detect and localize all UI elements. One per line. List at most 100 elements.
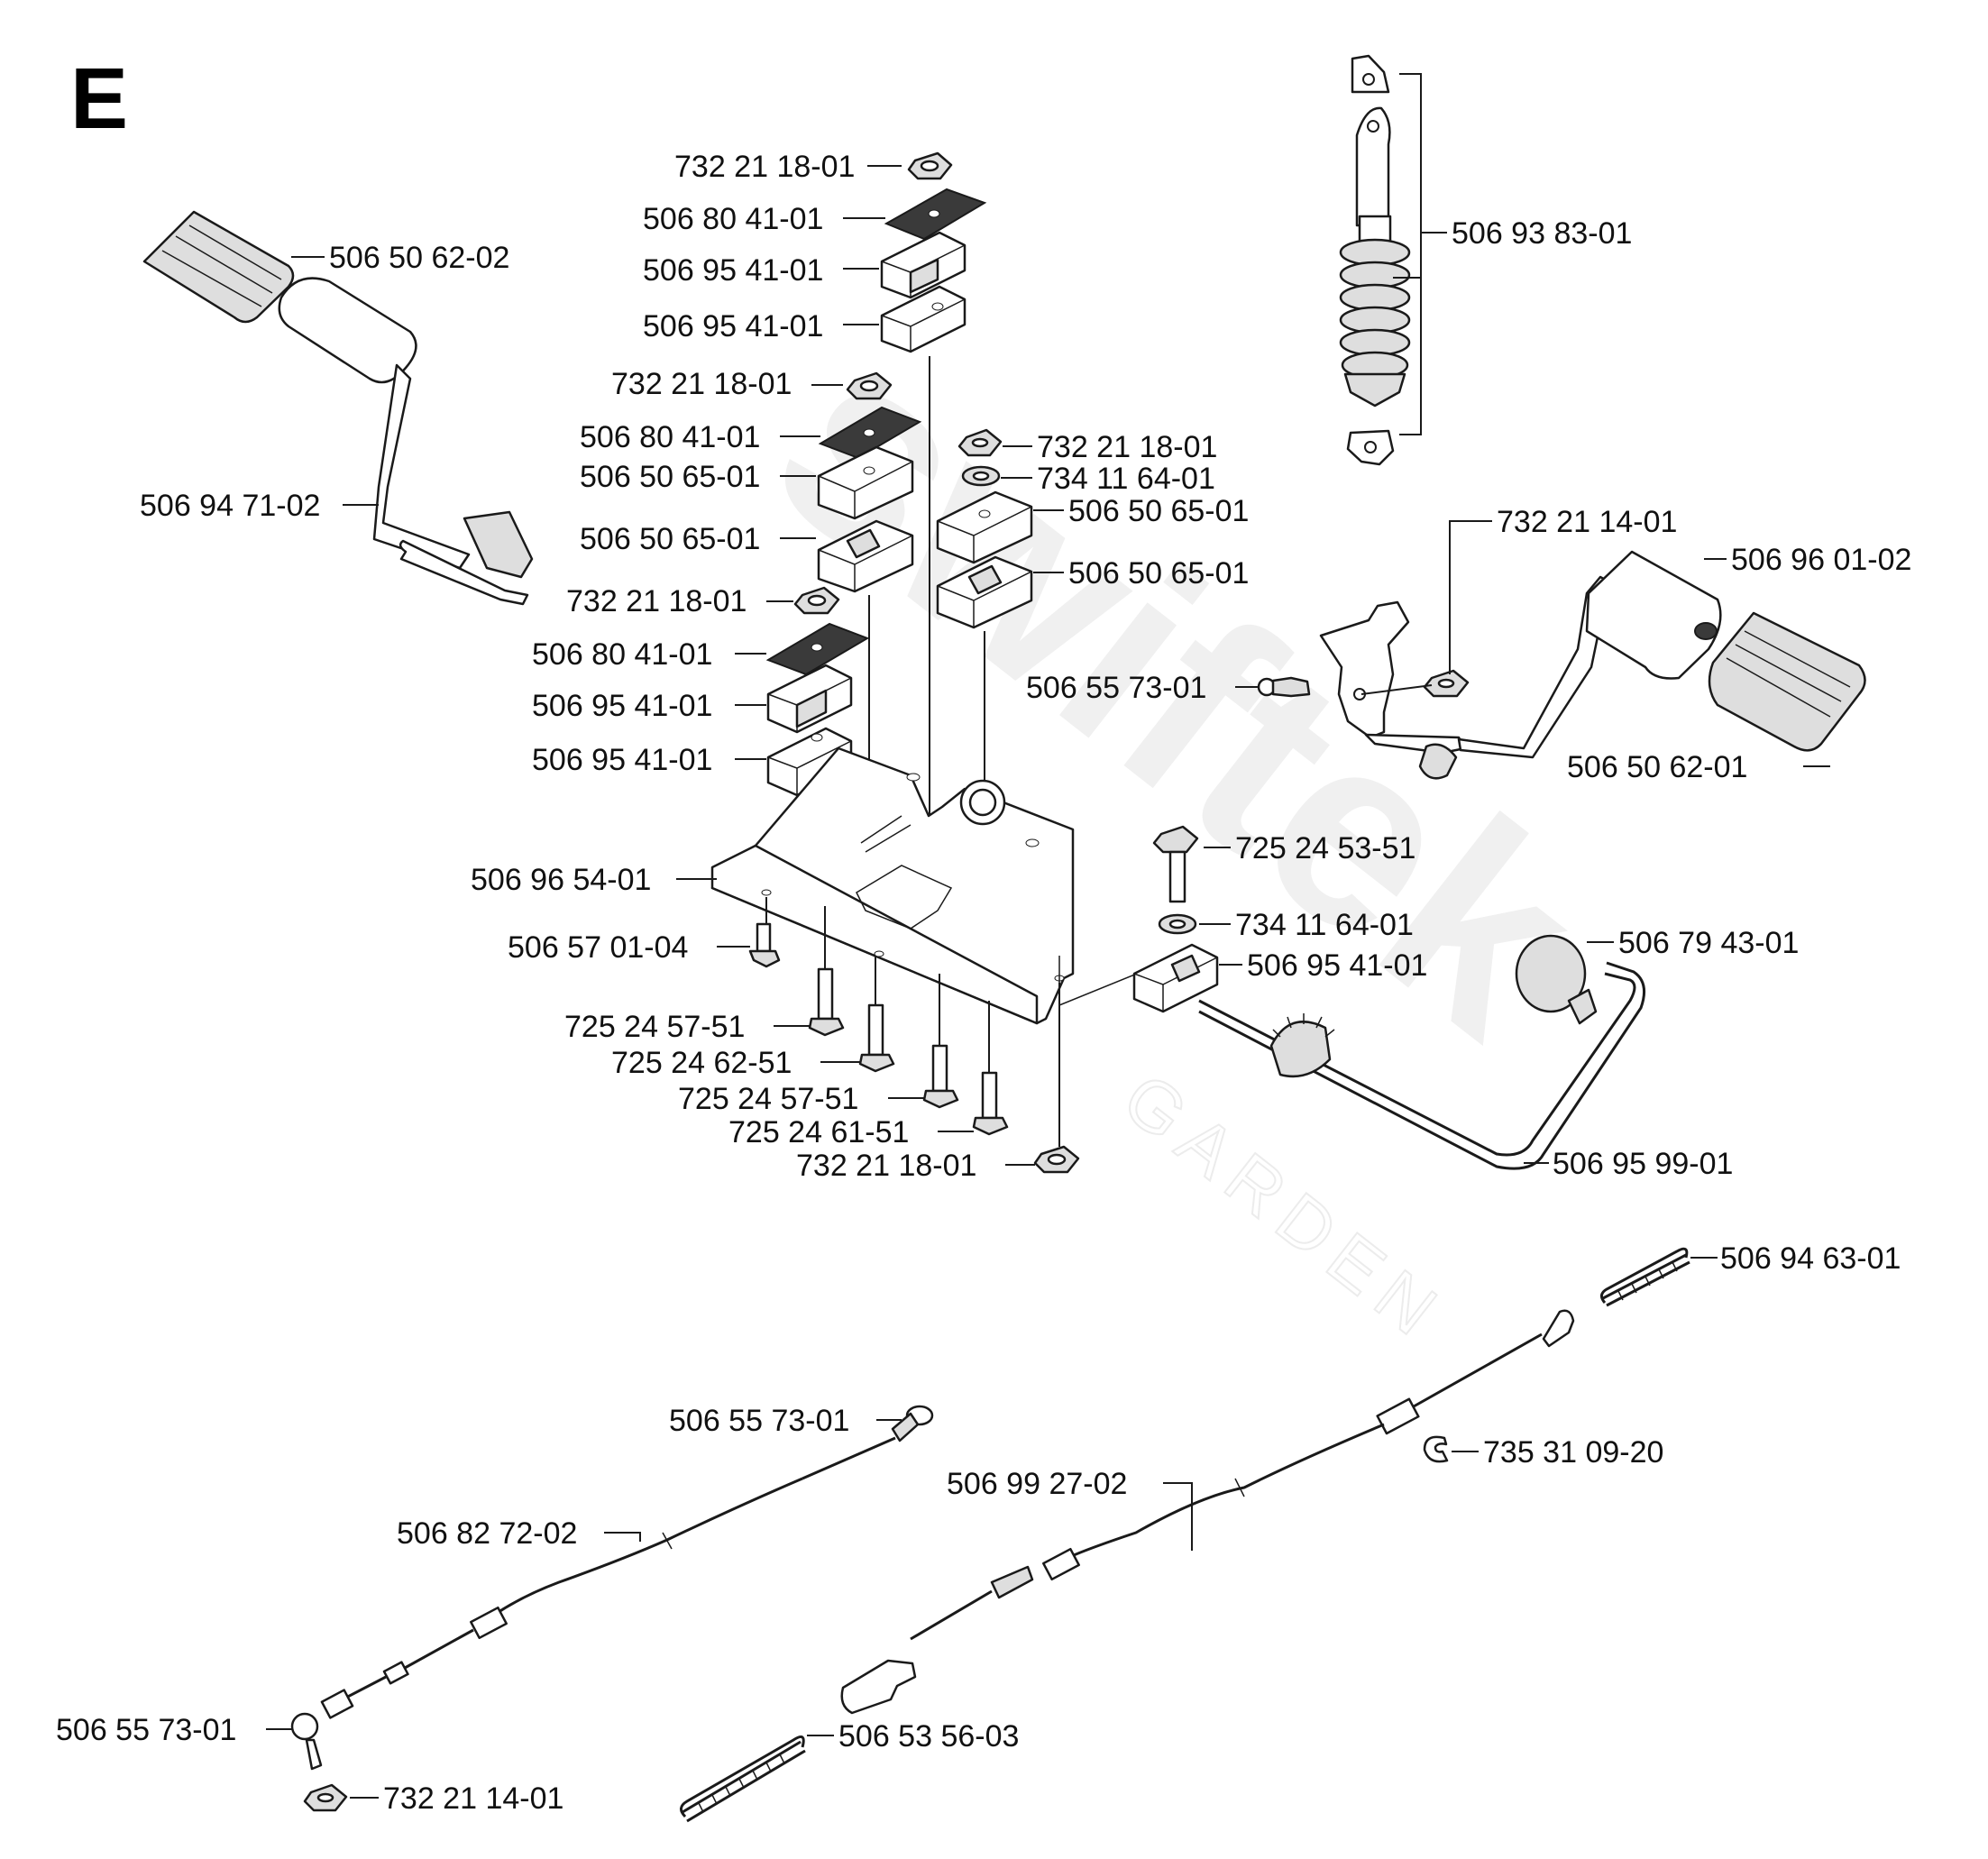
label-nut-pedal-right: 732 21 14-01 [1497,505,1677,539]
label-nut-low: 732 21 18-01 [566,584,747,618]
nut-pedal-right[interactable] [1423,669,1470,698]
clip[interactable] [1423,1435,1449,1463]
label-nut-right: 732 21 18-01 [1037,430,1217,464]
label-base-plate: 506 96 54-01 [471,863,651,897]
nut-bottom[interactable] [1033,1145,1080,1174]
block-mid-a[interactable] [817,445,914,520]
lever-rod-assembly [1198,934,1646,1170]
label-nut-mid: 732 21 18-01 [611,367,792,401]
block-top-a[interactable] [880,231,967,299]
nut-low[interactable] [793,586,840,615]
right-hardware [1132,825,1219,1013]
leader-lines [266,165,1830,1799]
label-lever-rod: 506 95 99-01 [1553,1147,1733,1181]
washer-right[interactable] [961,465,1001,487]
balljoint-cable-top[interactable] [891,1405,934,1442]
left-pedal-sleeve [278,277,417,384]
label-knob: 506 79 43-01 [1618,926,1799,960]
nut-cable[interactable] [303,1783,348,1812]
label-spring-top: 506 94 63-01 [1720,1241,1901,1276]
label-balljoint-cable-bottom: 506 55 73-01 [56,1713,236,1747]
knob[interactable] [1515,934,1598,1025]
label-balljoint-cable-top: 506 55 73-01 [669,1404,849,1438]
base-plate[interactable] [710,746,1182,1025]
bolt-3[interactable] [922,1044,959,1109]
plate-top[interactable] [884,188,987,241]
label-nut-top: 732 21 18-01 [674,150,855,184]
nut-top[interactable] [907,151,953,180]
label-cable-right: 506 99 27-02 [947,1467,1127,1501]
screw-small[interactable] [748,922,781,968]
label-nut-cable: 732 21 14-01 [383,1781,563,1816]
balljoint-pedal[interactable] [1257,676,1311,698]
label-block-right-b: 506 50 65-01 [1068,556,1249,591]
label-bolt-4: 725 24 61-51 [728,1115,909,1149]
label-block-low-a: 506 95 41-01 [532,689,712,723]
balljoint-cable-bottom[interactable] [290,1712,323,1771]
gear-sector-pedal [1418,743,1458,780]
label-pedal-pad-right: 506 50 62-01 [1567,750,1747,784]
nut-right[interactable] [957,428,1003,457]
block-low-a[interactable] [766,664,853,734]
plate-low[interactable] [765,622,870,676]
block-mid-b[interactable] [817,519,914,593]
label-nut-bottom: 732 21 18-01 [796,1149,976,1183]
label-block-top-a: 506 95 41-01 [643,253,823,288]
spring-top[interactable] [1600,1247,1690,1307]
left-pedal-assembly [142,210,534,606]
label-washer-right: 734 11 64-01 [1037,462,1215,496]
block-right-lower[interactable] [1132,943,1219,1013]
label-bolt-right: 725 24 53-51 [1235,831,1415,865]
damper-bellows [1339,238,1411,408]
label-plate-mid: 506 80 41-01 [580,420,760,454]
label-block-mid-a: 506 50 65-01 [580,460,760,494]
label-block-right-lower: 506 95 41-01 [1247,948,1427,983]
label-bolt-3: 725 24 57-51 [678,1082,858,1116]
lever-rod[interactable] [1198,961,1646,1170]
damper-assembly[interactable] [1339,54,1447,466]
bolt-right[interactable] [1152,825,1199,903]
label-washer-right-lower: 734 11 64-01 [1235,908,1414,942]
label-block-mid-b: 506 50 65-01 [580,522,760,556]
label-plate-top: 506 80 41-01 [643,202,823,236]
label-cable-left: 506 82 72-02 [397,1516,577,1551]
gear-sector-rod [1269,1013,1335,1078]
label-bolt-2: 725 24 62-51 [611,1046,792,1080]
left-pedal-arm[interactable] [372,363,534,606]
center-right-stack [936,428,1033,875]
label-damper: 506 93 83-01 [1452,216,1632,251]
label-pedal-pad-left: 506 50 62-02 [329,241,509,275]
washer-right-lower[interactable] [1158,913,1197,935]
label-clip: 735 31 09-20 [1483,1435,1663,1470]
label-plate-low: 506 80 41-01 [532,637,712,672]
label-balljoint-pedal: 506 55 73-01 [1026,671,1206,705]
block-top-b[interactable] [880,285,967,353]
label-screw-small: 506 57 01-04 [508,930,688,965]
center-top-stack [880,151,987,906]
label-block-low-b: 506 95 41-01 [532,743,712,777]
bolt-2[interactable] [858,1003,895,1073]
spring-bottom[interactable] [680,1735,806,1823]
label-bolt-1: 725 24 57-51 [564,1010,745,1044]
bolt-4[interactable] [972,1071,1009,1136]
section-letter: E [70,50,128,147]
bolt-1[interactable] [808,967,845,1037]
label-block-right-a: 506 50 65-01 [1068,494,1249,528]
label-block-top-b: 506 95 41-01 [643,309,823,343]
plate-mid[interactable] [818,406,922,460]
label-pedal-arm-left: 506 94 71-02 [140,489,320,523]
bolts-group [748,897,1080,1174]
center-mid-stack [817,371,922,802]
label-spring-bottom: 506 53 56-03 [838,1719,1019,1754]
block-right-b[interactable] [936,555,1033,629]
cable-right[interactable] [840,1309,1575,1715]
left-pedal-pad[interactable] [142,210,295,324]
nut-mid[interactable] [846,371,893,400]
part-number-labels: 732 21 18-01 506 80 41-01 506 95 41-01 5… [56,150,1911,1816]
right-pedal-assembly [1257,527,1866,780]
block-right-a[interactable] [936,490,1033,564]
cable-left[interactable] [290,1405,934,1771]
right-pedal-pad[interactable] [1708,611,1866,752]
